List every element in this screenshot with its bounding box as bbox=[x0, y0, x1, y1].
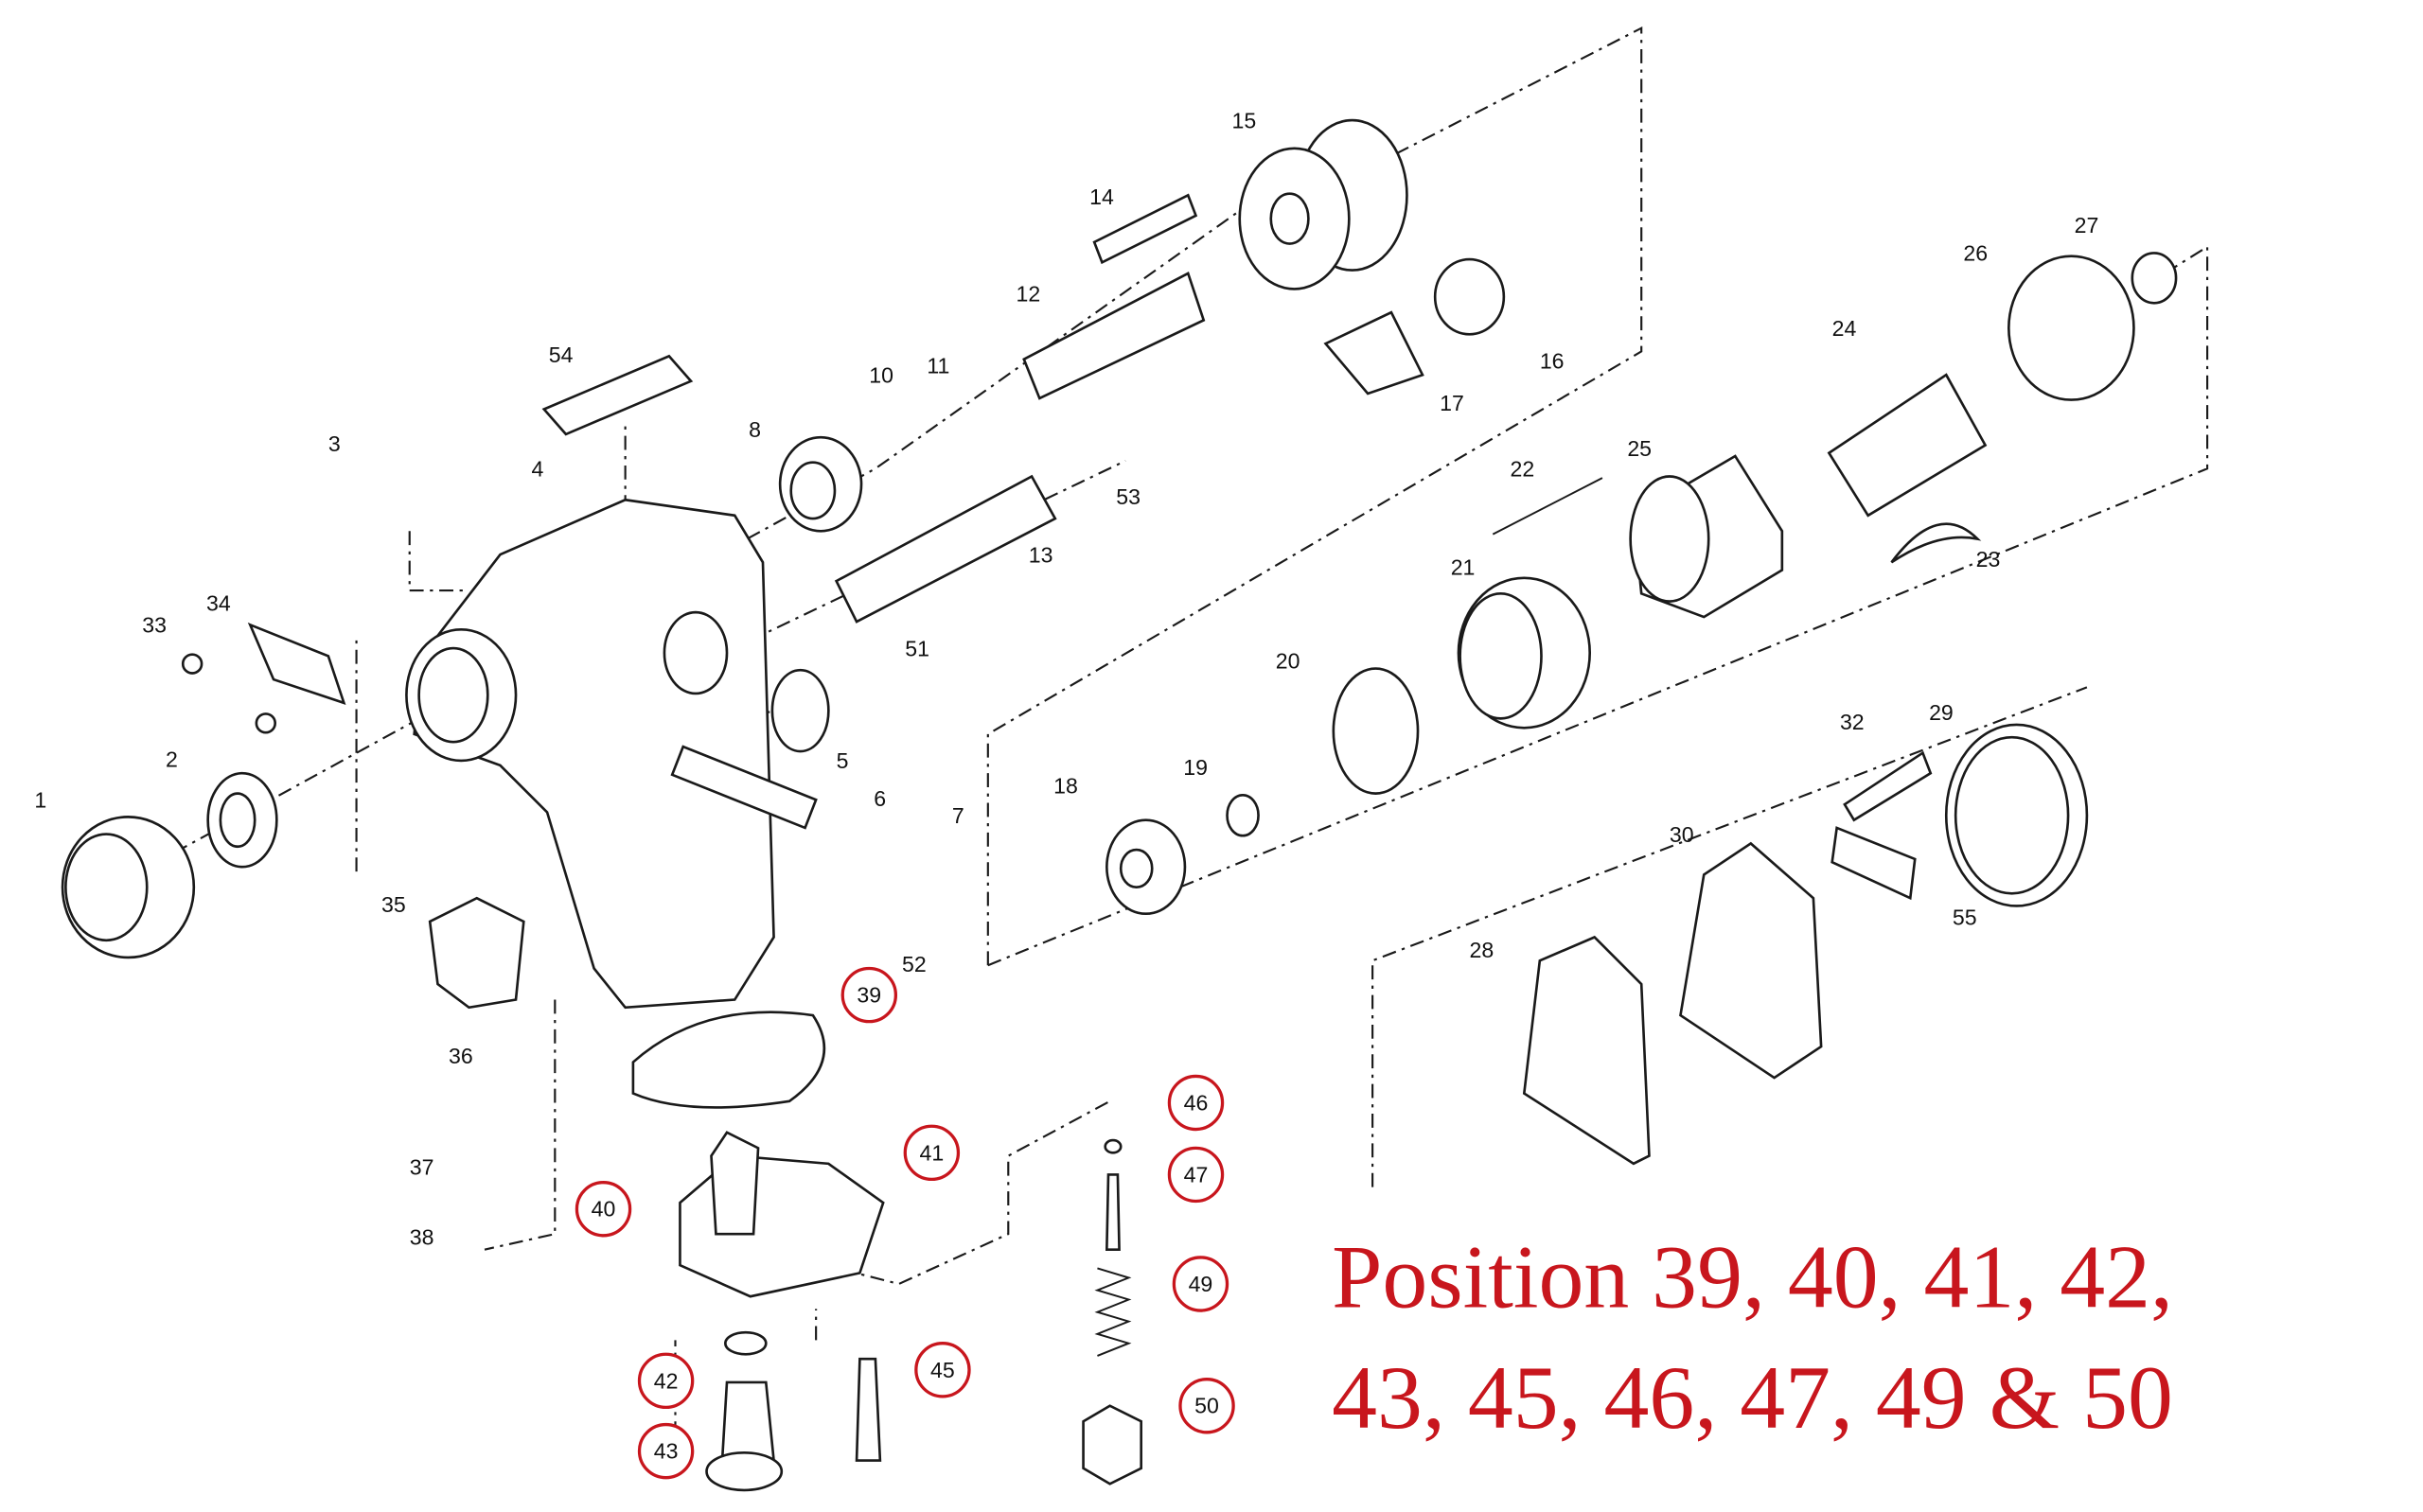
part-label-19: 19 bbox=[1183, 755, 1208, 780]
part-label-32: 32 bbox=[1840, 710, 1865, 734]
part-label-1: 1 bbox=[34, 787, 46, 812]
part-label-16: 16 bbox=[1540, 349, 1565, 374]
part-label-12: 12 bbox=[1017, 282, 1041, 307]
highlight-circle-42 bbox=[637, 1352, 695, 1410]
highlight-circle-39 bbox=[840, 966, 898, 1024]
part-label-17: 17 bbox=[1440, 391, 1464, 415]
part-label-18: 18 bbox=[1053, 774, 1078, 799]
part-label-20: 20 bbox=[1276, 649, 1300, 674]
part-drawings bbox=[61, 26, 2209, 1492]
part-label-25: 25 bbox=[1627, 436, 1652, 461]
part-label-3: 3 bbox=[328, 431, 341, 456]
part-label-52: 52 bbox=[902, 952, 927, 976]
part-label-2: 2 bbox=[166, 747, 178, 772]
caption-line-2: 43, 45, 46, 47, 49 & 50 bbox=[1332, 1347, 2173, 1448]
highlighted-part-label-45: 45 bbox=[930, 1358, 955, 1382]
highlight-circle-40 bbox=[575, 1181, 632, 1238]
part-label-11: 11 bbox=[927, 354, 949, 378]
part-label-26: 26 bbox=[1963, 241, 1988, 266]
highlighted-part-label-49: 49 bbox=[1189, 1272, 1213, 1296]
highlighted-part-label-42: 42 bbox=[654, 1368, 679, 1393]
part-label-22: 22 bbox=[1510, 457, 1534, 482]
part-label-8: 8 bbox=[749, 417, 761, 442]
highlighted-part-label-41: 41 bbox=[919, 1140, 944, 1165]
part-label-14: 14 bbox=[1089, 185, 1114, 209]
part-label-6: 6 bbox=[874, 786, 886, 811]
highlighted-part-label-46: 46 bbox=[1184, 1090, 1209, 1115]
highlight-circle-47 bbox=[1167, 1146, 1225, 1204]
part-label-34: 34 bbox=[206, 590, 231, 615]
part-label-15: 15 bbox=[1231, 108, 1256, 132]
highlighted-part-label-47: 47 bbox=[1184, 1162, 1209, 1187]
highlight-circle-46 bbox=[1167, 1074, 1225, 1132]
part-label-54: 54 bbox=[549, 343, 574, 367]
part-label-4: 4 bbox=[532, 457, 544, 482]
highlight-circle-43 bbox=[637, 1422, 695, 1480]
part-label-29: 29 bbox=[1929, 700, 1954, 725]
highlighted-part-label-43: 43 bbox=[654, 1439, 679, 1464]
part-label-21: 21 bbox=[1451, 555, 1476, 580]
highlighted-part-label-50: 50 bbox=[1194, 1394, 1219, 1418]
part-label-23: 23 bbox=[1976, 547, 2001, 571]
highlighted-part-label-40: 40 bbox=[592, 1197, 616, 1222]
highlighted-part-label-39: 39 bbox=[857, 983, 881, 1008]
part-label-36: 36 bbox=[449, 1044, 473, 1068]
part-label-51: 51 bbox=[905, 636, 929, 660]
highlight-circle-41 bbox=[903, 1124, 961, 1182]
part-label-28: 28 bbox=[1470, 938, 1494, 962]
highlight-circle-50 bbox=[1178, 1378, 1235, 1434]
highlight-circle-45 bbox=[914, 1342, 971, 1398]
caption-line-1: Position 39, 40, 41, 42, bbox=[1332, 1227, 2173, 1327]
part-label-27: 27 bbox=[2075, 213, 2099, 237]
part-label-24: 24 bbox=[1832, 316, 1857, 341]
highlight-circle-49 bbox=[1172, 1256, 1229, 1312]
part-label-38: 38 bbox=[410, 1225, 434, 1250]
part-label-53: 53 bbox=[1116, 484, 1141, 509]
part-label-5: 5 bbox=[837, 748, 849, 773]
part-label-35: 35 bbox=[381, 892, 406, 917]
part-label-30: 30 bbox=[1670, 822, 1694, 847]
highlighted-part-labels: 39 40 41 42 43 45 46 47 49 50 bbox=[575, 966, 1235, 1480]
part-label-37: 37 bbox=[410, 1154, 434, 1179]
part-label-10: 10 bbox=[869, 362, 893, 387]
part-label-7: 7 bbox=[952, 803, 964, 828]
part-label-13: 13 bbox=[1029, 542, 1053, 567]
part-label-55: 55 bbox=[1953, 905, 1977, 929]
part-label-33: 33 bbox=[142, 613, 167, 638]
